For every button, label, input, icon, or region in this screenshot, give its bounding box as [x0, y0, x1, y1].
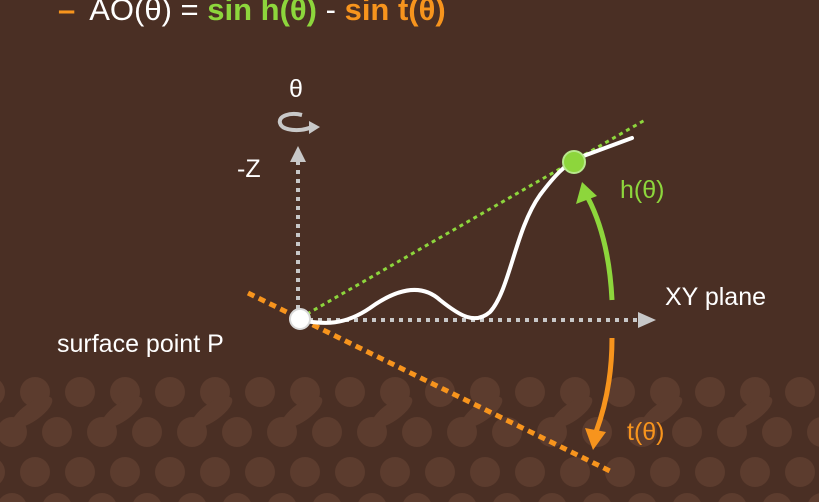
background-dot-link — [191, 396, 233, 428]
background-dot — [88, 493, 116, 502]
background-dot — [762, 417, 792, 447]
background-dot — [245, 377, 275, 407]
background-dot — [425, 457, 455, 487]
tangent-angle-label: t(θ) — [627, 418, 665, 446]
background-dot — [0, 493, 26, 502]
tangent-angle-arrowhead — [585, 428, 606, 450]
ao-formula-title: –AO(θ) = sin h(θ) - sin t(θ) — [58, 0, 446, 30]
background-dot — [718, 493, 746, 502]
background-dot — [42, 417, 72, 447]
tangent-angle-arc — [593, 337, 615, 433]
title-term-horizon: sin h(θ) — [207, 0, 318, 27]
background-dot — [605, 377, 635, 407]
background-dot — [178, 493, 206, 502]
background-dot — [807, 417, 819, 447]
background-dot — [672, 417, 702, 447]
background-dot — [515, 457, 545, 487]
background-dot — [312, 417, 342, 447]
background-dot — [335, 377, 365, 407]
background-dot — [155, 377, 185, 407]
background-dot — [538, 493, 566, 502]
background-dot — [200, 457, 230, 487]
background-dot — [402, 417, 432, 447]
background-dot — [358, 493, 386, 502]
horizon-angle-arrowhead — [576, 182, 597, 204]
background-dot — [133, 493, 161, 502]
background-dot — [695, 457, 725, 487]
background-dot — [65, 377, 95, 407]
background-dot — [20, 457, 50, 487]
background-dot — [222, 417, 252, 447]
background-dot — [380, 457, 410, 487]
background-dot — [808, 493, 819, 502]
background-dot — [583, 493, 611, 502]
background-dot — [470, 457, 500, 487]
xy-plane-arrowhead — [638, 312, 656, 328]
background-dot — [785, 457, 815, 487]
background-dot — [695, 377, 725, 407]
background-dot-link — [101, 396, 143, 428]
background-dot-link — [371, 396, 413, 428]
background-dot — [763, 493, 791, 502]
background-dot — [110, 457, 140, 487]
background-dot — [785, 377, 815, 407]
background-dot — [43, 493, 71, 502]
background-dot — [515, 377, 545, 407]
background-dot — [492, 417, 522, 447]
surface-point — [289, 308, 311, 330]
background-dot — [628, 493, 656, 502]
background-dot — [268, 493, 296, 502]
background-dot-link — [281, 396, 323, 428]
horizon-line — [299, 118, 646, 320]
title-lhs: AO(θ) = — [89, 0, 208, 27]
background-dot — [65, 457, 95, 487]
horizon-point — [562, 150, 586, 174]
background-dot — [605, 457, 635, 487]
background-dot — [290, 457, 320, 487]
neg-z-label: -Z — [237, 155, 261, 183]
title-bullet: – — [58, 0, 76, 27]
title-minus: - — [317, 0, 345, 27]
horizon-angle-label: h(θ) — [620, 176, 665, 204]
background-dot — [132, 417, 162, 447]
surface-point-label: surface point P — [57, 330, 224, 358]
background-dot — [740, 457, 770, 487]
background-dot — [448, 493, 476, 502]
title-term-tangent: sin t(θ) — [344, 0, 446, 27]
background-dot-link — [641, 396, 683, 428]
background-dot — [313, 493, 341, 502]
theta-label: θ — [289, 75, 303, 103]
background-dot-link — [11, 396, 53, 428]
tangent-line — [246, 290, 614, 475]
background-dot-link — [461, 396, 503, 428]
background-dot — [335, 457, 365, 487]
background-dot — [0, 460, 5, 484]
background-dot — [560, 457, 590, 487]
background-dot — [673, 493, 701, 502]
background-dot — [223, 493, 251, 502]
neg-z-arrowhead — [290, 146, 306, 162]
background-dot — [0, 380, 5, 404]
background-dot-link — [731, 396, 773, 428]
background-dot — [245, 457, 275, 487]
background-dot-link — [551, 396, 593, 428]
rotation-arrow-icon — [277, 112, 320, 134]
background-dot — [403, 493, 431, 502]
background-dot — [493, 493, 521, 502]
background-dot — [155, 457, 185, 487]
xy-plane-label: XY plane — [665, 283, 767, 311]
horizon-angle-arc — [585, 196, 615, 301]
background-dot — [650, 457, 680, 487]
heightfield-curve — [298, 136, 634, 325]
